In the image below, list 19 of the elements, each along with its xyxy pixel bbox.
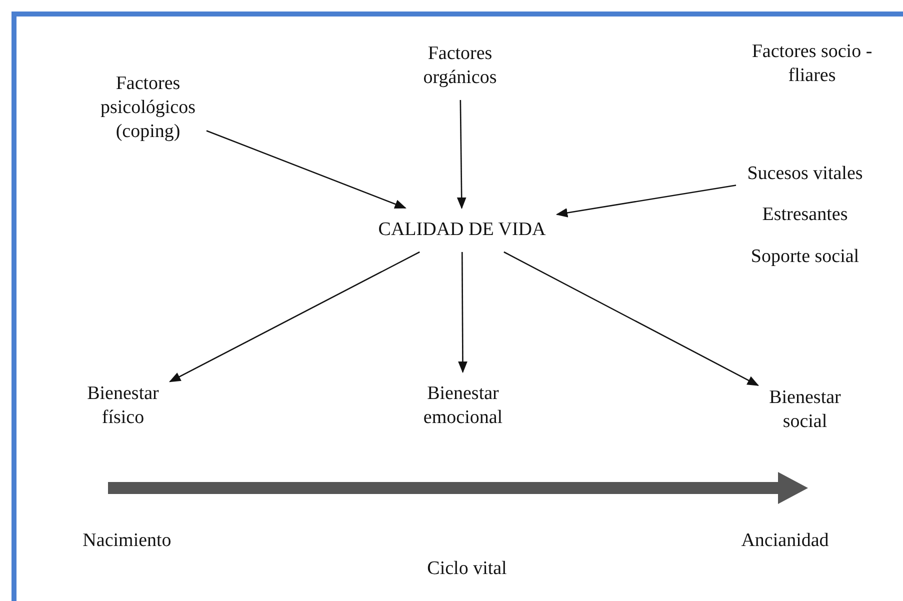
node-label: Sucesos vitales bbox=[746, 162, 864, 186]
arrow bbox=[556, 184, 736, 218]
title-text: CALIDAD DE VIDA bbox=[377, 218, 547, 242]
arrow bbox=[168, 251, 420, 382]
node-label: Factores orgánicos bbox=[422, 42, 498, 90]
node-label: Nacimiento bbox=[82, 529, 172, 553]
node-label: Bienestar emocional bbox=[422, 382, 504, 430]
node-label: Ciclo vital bbox=[426, 557, 508, 581]
arrow bbox=[504, 251, 760, 386]
node-label: Bienestar físico bbox=[86, 382, 160, 430]
arrow bbox=[458, 252, 468, 374]
node-label: Factores socio - fliares bbox=[750, 40, 874, 88]
arrow bbox=[206, 130, 406, 209]
node-label: Factores psicológicos (coping) bbox=[100, 72, 196, 144]
node-label: Ancianidad bbox=[740, 529, 830, 553]
node-label: Soporte social bbox=[750, 245, 860, 269]
node-label: Bienestar social bbox=[768, 386, 842, 434]
arrow bbox=[456, 100, 466, 210]
node-label: Estresantes bbox=[761, 203, 849, 227]
